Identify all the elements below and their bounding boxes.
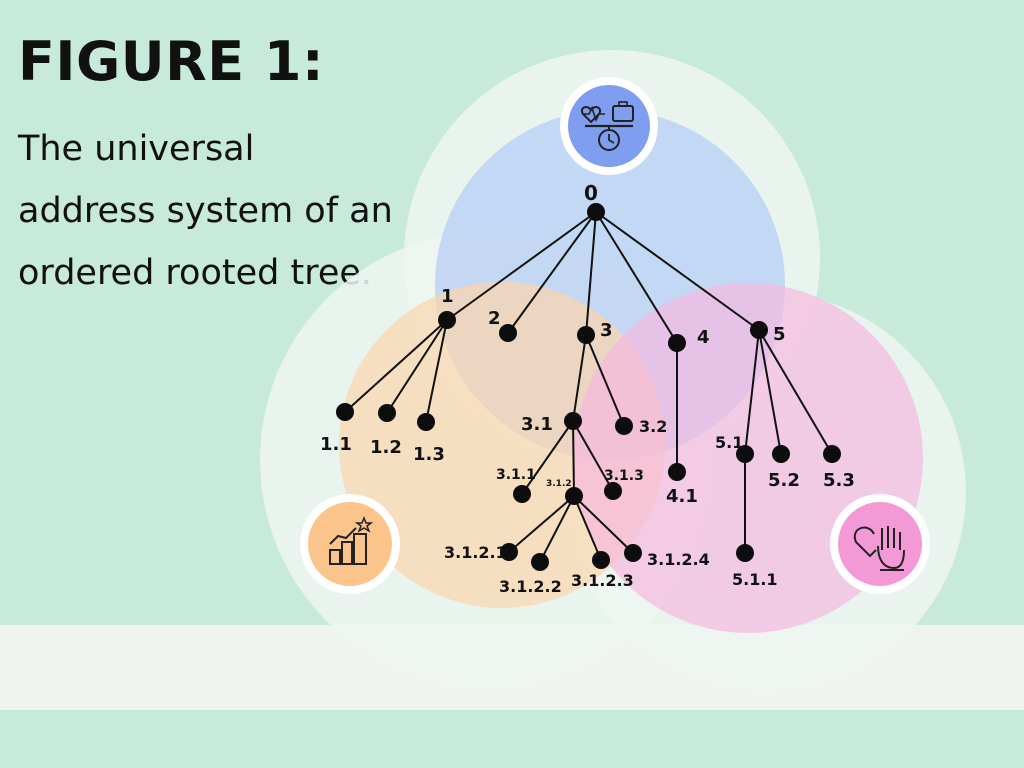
heart-hand-icon xyxy=(830,494,930,594)
tree-node xyxy=(604,482,622,500)
tree-edges xyxy=(344,211,833,563)
tree-node xyxy=(668,334,686,352)
tree-node xyxy=(577,326,595,344)
left-circle xyxy=(339,282,665,608)
tree-edge xyxy=(758,329,833,455)
node-label: 1 xyxy=(441,286,454,307)
figure-heading: FIGURE 1: xyxy=(18,30,325,93)
tree-edge xyxy=(386,319,448,414)
node-label: 3.1.1 xyxy=(496,467,536,483)
node-label: 1.2 xyxy=(370,437,402,458)
node-label: 5.1 xyxy=(715,433,743,452)
node-label: 4.1 xyxy=(666,486,698,507)
tree-edge xyxy=(446,211,597,321)
tree-node xyxy=(587,203,605,221)
tree-nodes xyxy=(336,203,841,571)
tree-edge xyxy=(572,420,614,492)
tree-node xyxy=(736,544,754,562)
tree-labels: 0 1 2 3 4 5 1.1 1.2 1.3 3.1 3.2 4.1 5.1 5.2 5.3 3.1.1 3.… xyxy=(320,181,855,596)
tree-edge xyxy=(573,495,602,561)
tree-node xyxy=(499,324,517,342)
node-label: 5.3 xyxy=(823,470,855,491)
tree-edge xyxy=(573,495,634,554)
tree-node xyxy=(624,544,642,562)
node-label: 3 xyxy=(600,320,613,341)
tree-node xyxy=(500,543,518,561)
node-label: 5.2 xyxy=(768,470,800,491)
node-label: 1.3 xyxy=(413,444,445,465)
tree-node xyxy=(736,445,754,463)
tree-edge xyxy=(344,319,448,413)
node-label: 0 xyxy=(584,181,598,205)
tree-node xyxy=(564,412,582,430)
node-label: 1.1 xyxy=(320,434,352,455)
tree-edge xyxy=(521,420,574,495)
tree-node xyxy=(668,463,686,481)
node-label: 5.1.1 xyxy=(732,570,778,589)
tree-node xyxy=(513,485,531,503)
tree-node xyxy=(565,487,583,505)
tree-node xyxy=(438,311,456,329)
tree-node xyxy=(336,403,354,421)
node-label: 4 xyxy=(697,327,710,348)
work-life-balance-icon xyxy=(560,77,658,175)
tree-edge xyxy=(507,211,597,334)
node-label: 2 xyxy=(488,308,501,329)
tree-edge xyxy=(758,329,782,455)
node-label: 3.1.2.4 xyxy=(647,550,710,569)
node-label: 3.1.2.3 xyxy=(571,571,634,590)
tree-node xyxy=(378,404,396,422)
tree-edge xyxy=(572,420,575,497)
node-label: 3.1.2.2 xyxy=(499,577,562,596)
tree-edge xyxy=(585,334,625,427)
node-label: 3.1.2.1 xyxy=(444,543,507,562)
node-label: 3.1.2 xyxy=(546,479,572,489)
tree-node xyxy=(772,445,790,463)
node-label: 3.1 xyxy=(521,414,553,435)
tree-node xyxy=(531,553,549,571)
node-label: 5 xyxy=(773,324,786,345)
tree-node xyxy=(615,417,633,435)
node-label: 3.2 xyxy=(639,417,667,436)
growth-steps-icon xyxy=(300,494,400,594)
tree-node xyxy=(592,551,610,569)
tree-edge xyxy=(744,329,760,455)
tree-edge xyxy=(595,211,678,344)
tree-node xyxy=(750,321,768,339)
tree-edge xyxy=(585,211,597,336)
node-label: 3.1.3 xyxy=(604,468,644,484)
tree-edge xyxy=(572,334,587,422)
tree-edge xyxy=(539,495,575,563)
tree-edge xyxy=(595,211,760,331)
tree-edge xyxy=(425,319,448,423)
tree-node xyxy=(417,413,435,431)
tree-edge xyxy=(508,495,575,553)
tree-node xyxy=(823,445,841,463)
figure-caption: The universal address system of an order… xyxy=(18,129,393,293)
